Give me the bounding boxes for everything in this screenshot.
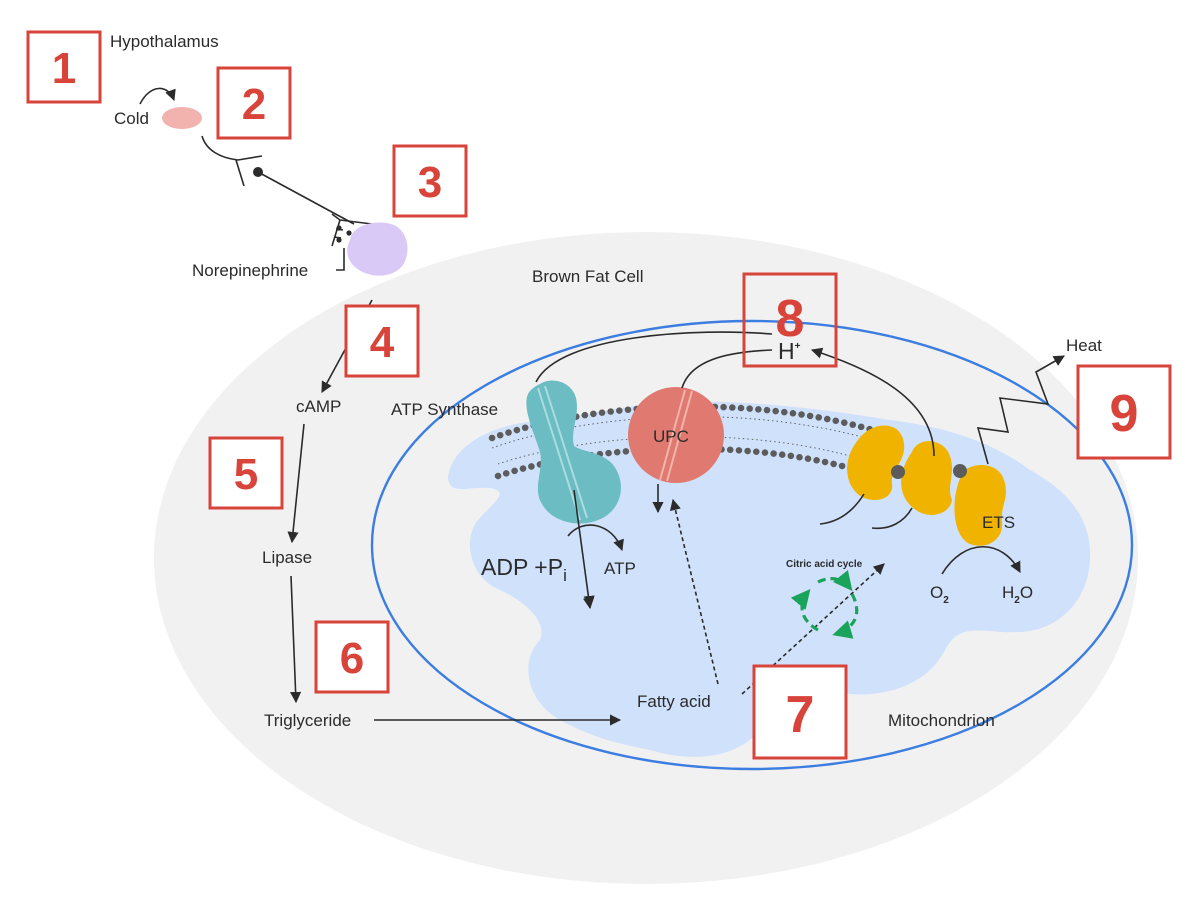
ets-complex-2 [901, 441, 952, 515]
step-5: 5 [208, 436, 284, 510]
ets-complex-3 [954, 464, 1006, 546]
label-mitochondrion: Mitochondrion [888, 711, 995, 730]
proton-path-upc [681, 349, 773, 389]
norepinephrine-pointer [336, 248, 345, 271]
label-heat: Heat [1066, 336, 1102, 355]
neuron-axon [257, 171, 355, 225]
label-hypothalamus: Hypothalamus [110, 32, 219, 51]
label-adp-pi: ADP+Pi [481, 554, 567, 585]
label-norepinephrine: Norepinephrine [192, 261, 308, 280]
step-6-number: 6 [340, 634, 364, 683]
label-h-plus: H+ [778, 338, 801, 364]
citric-cycle-arrow [790, 589, 819, 632]
ets-complex-1 [847, 425, 905, 501]
cold-stimulus-arrow [139, 87, 176, 105]
adp-to-atp-arrow [567, 524, 624, 552]
atp-synthase-stripe [537, 387, 581, 521]
proton-through-atp-synthase [573, 489, 595, 610]
o2-to-h2o-arrow [941, 546, 1021, 575]
step-8: 8 [742, 272, 838, 368]
label-fatty-acid: Fatty acid [637, 692, 711, 711]
label-atp: ATP [604, 559, 636, 578]
step-7: 7 [752, 664, 848, 760]
step-1: 1 [26, 30, 102, 104]
step-8-number: 8 [776, 290, 805, 348]
mitochondrion-outline [370, 319, 1134, 771]
neuron-node [253, 167, 263, 177]
step-7-number: 7 [786, 686, 815, 744]
citric-cycle-arrow [817, 570, 853, 591]
citric-cycle-arrow [832, 593, 859, 639]
neuron-dendrite-branch [235, 159, 245, 187]
neuron-dendrite [201, 135, 263, 161]
step-1-number: 1 [52, 44, 76, 93]
ets-electron-carrier [953, 464, 967, 478]
upc-protein [628, 387, 724, 483]
label-atp-synthase: ATP Synthase [391, 400, 498, 419]
hypothalamus-region [162, 107, 202, 129]
label-cold: Cold [114, 109, 149, 128]
label-ets: ETS [982, 513, 1015, 532]
ets-link-line [819, 493, 865, 525]
step-2-number: 2 [242, 80, 266, 129]
step-3: 3 [392, 144, 468, 218]
arrow-camp-to-lipase [287, 423, 305, 544]
vesicle [336, 237, 342, 243]
vesicle [336, 225, 342, 231]
upc-stripe [659, 389, 686, 481]
step-4: 4 [344, 304, 420, 378]
step-2: 2 [216, 66, 292, 140]
arrow-lipase-to-triglyceride [290, 575, 302, 704]
step-9: 9 [1076, 364, 1172, 460]
norepinephrine-receptor [347, 222, 408, 276]
ets-link-line [871, 507, 913, 530]
step-9-number: 9 [1110, 385, 1139, 443]
vesicle [346, 230, 352, 236]
label-upc: UPC [653, 427, 689, 446]
ets-electron-carrier [891, 465, 905, 479]
atp-synthase-protein [526, 380, 621, 524]
step-6: 6 [314, 620, 390, 694]
step-4-number: 4 [370, 318, 395, 367]
heat-arrow [976, 355, 1065, 465]
label-o2: O2 [930, 583, 949, 606]
arrow-fatty-acid-to-upc [669, 498, 719, 685]
step-3-number: 3 [418, 158, 442, 207]
proton-pump-arrow [810, 347, 935, 457]
proton-path-atp-synthase [535, 331, 773, 383]
step-5-number: 5 [234, 450, 258, 499]
upc-stripe [666, 390, 693, 482]
label-camp: cAMP [296, 397, 341, 416]
label-citric-acid-cycle: Citric acid cycle [786, 559, 863, 570]
label-lipase: Lipase [262, 548, 312, 567]
label-brown-fat-cell: Brown Fat Cell [532, 267, 643, 286]
label-triglyceride: Triglyceride [264, 711, 351, 730]
atp-synthase-stripe [544, 385, 588, 519]
label-h2o: H2O [1002, 583, 1033, 606]
